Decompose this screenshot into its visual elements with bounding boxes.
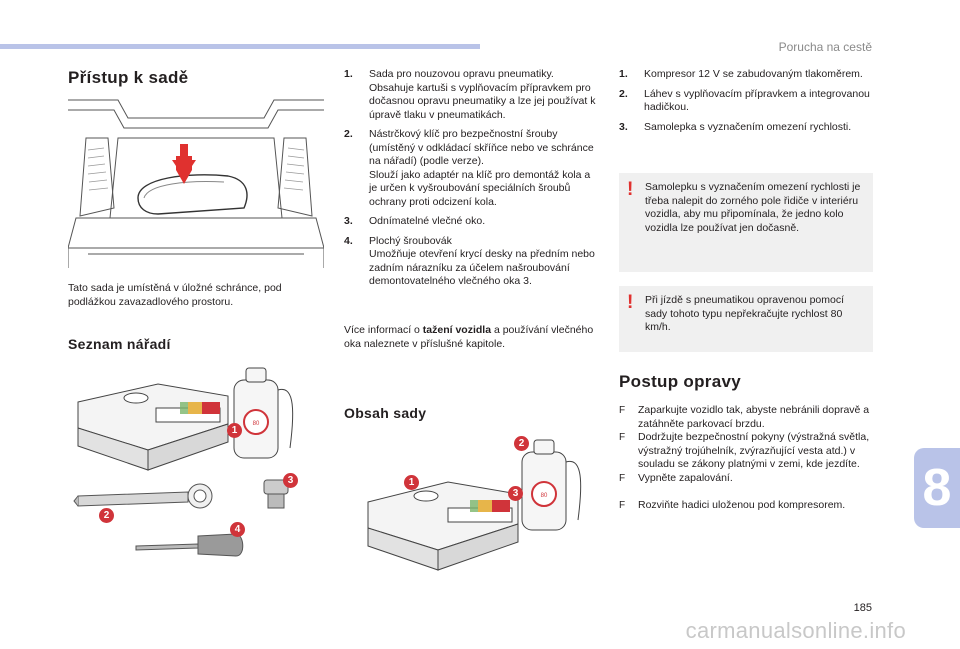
access-text: Tato sada je umístěná v úložné schránce,… [68,282,282,308]
warning-box-sticker: ! Samolepku s vyznačením omezení rychlos… [619,173,873,272]
repair-title: Postup opravy [619,372,741,391]
tools-illustration: 80 1 2 3 4 [68,362,326,560]
svg-text:80: 80 [253,421,260,427]
callout-1: 1 [227,423,242,438]
warning-text: Při jízdě s pneumatikou opravenou pomocí… [645,294,845,333]
warning-box-speed: ! Při jízdě s pneumatikou opravenou pomo… [619,286,873,352]
tools-title: Seznam nářadí [68,336,171,352]
chapter-number: 8 [922,459,952,517]
access-title: Přístup k sadě [68,68,189,87]
callout-3: 3 [508,486,523,501]
list-item: F Rozviňte hadici uloženou pod kompresor… [619,499,846,511]
kit-illustration: 80 1 2 3 [362,432,592,572]
bullet-icon: F [619,405,626,416]
section-name: Porucha na cestě [778,40,872,54]
warning-text: Samolepku s vyznačením omezení rychlosti… [645,181,861,234]
kit-list: 1. Kompresor 12 V se zabudovaným tlakomě… [619,68,873,140]
list-item: 3. Odnímatelné vlečné oko. [344,215,486,227]
callout-2: 2 [99,508,114,523]
list-item: 4. Plochý šroubovák Umožňuje otevření kr… [344,234,595,288]
watermark: carmanualsonline.info [685,618,906,643]
svg-text:80: 80 [541,493,548,499]
header-accent-bar [0,44,480,49]
page-number: 185 [853,602,872,614]
kit-title: Obsah sady [344,405,427,421]
callout-1: 1 [404,475,419,490]
warning-icon: ! [627,179,634,200]
bullet-icon: F [619,432,626,443]
list-item: 2. Nástrčkový klíč pro bezpečnostní šrou… [344,128,594,208]
list-item: 1. Sada pro nouzovou opravu pneumatiky. … [344,68,596,121]
list-item: 1. Kompresor 12 V se zabudovaným tlakomě… [619,68,863,80]
list-item: 3. Samolepka s vyznačením omezení rychlo… [619,120,852,133]
more-info-text: Více informací o tažení vozidla a použív… [344,324,594,350]
warning-icon: ! [627,292,634,313]
bullet-icon: F [619,500,626,511]
list-item: F Zaparkujte vozidlo tak, abyste nebráni… [619,404,870,430]
repair-steps: F Zaparkujte vozidlo tak, abyste nebráni… [619,404,875,513]
tools-list: 1. Sada pro nouzovou opravu pneumatiky. … [344,68,600,295]
list-item: F Vypněte zapalování. [619,471,733,484]
callout-4: 4 [230,522,245,537]
trunk-illustration [68,98,324,268]
bullet-icon: F [619,472,626,484]
callout-2: 2 [514,436,529,451]
chapter-tab [914,448,960,528]
list-item: 2. Láhev s vyplňovacím přípravkem a inte… [619,87,870,114]
callout-3: 3 [283,473,298,488]
list-item: F Dodržujte bezpečnostní pokyny (výstraž… [619,431,870,470]
